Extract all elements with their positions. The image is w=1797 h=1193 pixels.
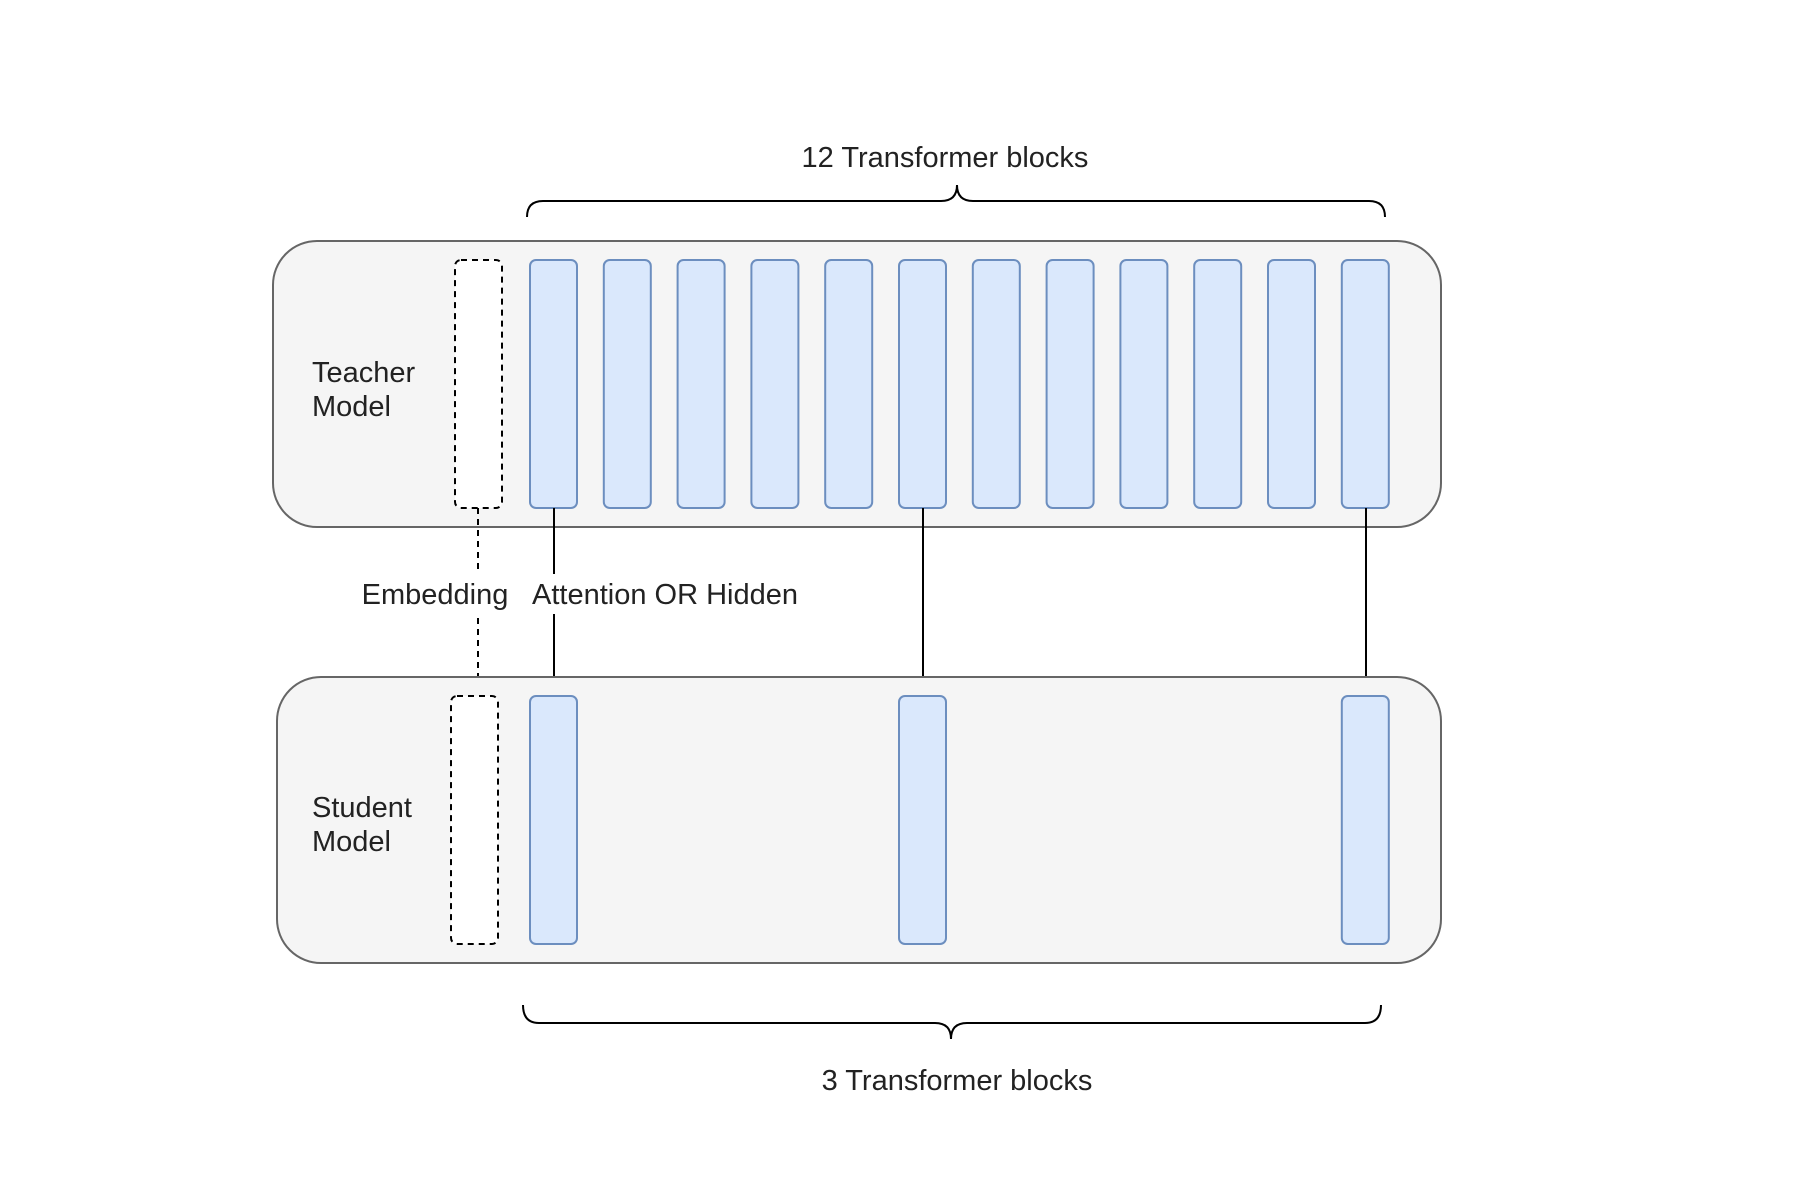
student-label-line2: Model <box>312 826 391 858</box>
student-label-line1: Student <box>312 792 412 824</box>
attention-hidden-label: Attention OR Hidden <box>532 579 798 611</box>
teacher-model-label: Teacher Model <box>312 357 423 423</box>
attention-label-bg <box>528 574 800 614</box>
teacher-embedding-block <box>454 259 503 509</box>
teacher-transformer-block-10 <box>1193 259 1243 509</box>
embedding-label: Embedding <box>362 579 509 611</box>
teacher-transformer-blocks <box>529 259 1390 509</box>
teacher-transformer-block-8 <box>1045 259 1095 509</box>
teacher-transformer-block-1 <box>529 259 578 509</box>
top-brace-label: 12 Transformer blocks <box>802 142 1089 174</box>
student-transformer-blocks <box>529 695 1390 945</box>
student-transformer-block-2 <box>898 695 947 945</box>
teacher-label-line2: Model <box>312 391 391 423</box>
teacher-transformer-block-6 <box>898 259 947 509</box>
student-transformer-block-1 <box>529 695 578 945</box>
teacher-transformer-block-4 <box>750 259 800 509</box>
teacher-transformer-block-5 <box>824 259 874 509</box>
teacher-transformer-block-2 <box>602 259 652 509</box>
teacher-transformer-block-11 <box>1267 259 1316 509</box>
student-embedding-block <box>450 695 499 945</box>
bottom-brace <box>522 1004 1382 1040</box>
bottom-brace-label: 3 Transformer blocks <box>822 1065 1093 1097</box>
embedding-label-bg <box>360 574 508 614</box>
teacher-transformer-block-7 <box>971 259 1021 509</box>
teacher-transformer-block-9 <box>1119 259 1169 509</box>
top-brace <box>526 184 1386 218</box>
student-transformer-block-3 <box>1340 695 1390 945</box>
teacher-transformer-block-3 <box>676 259 726 509</box>
teacher-transformer-block-12 <box>1340 259 1390 509</box>
student-model-label: Student Model <box>312 792 420 858</box>
teacher-label-line1: Teacher <box>312 357 416 389</box>
